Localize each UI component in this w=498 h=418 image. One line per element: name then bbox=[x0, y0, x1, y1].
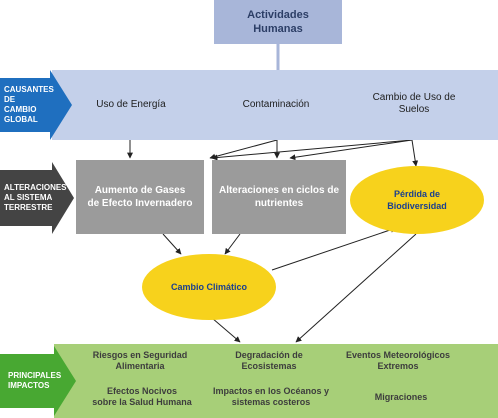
causantes-label-line1: CAUSANTES DE bbox=[4, 85, 54, 104]
impacto-3-line1: Efectos Nocivos bbox=[106, 386, 178, 396]
arrow-biodiversidad-impactos bbox=[295, 233, 417, 343]
impacto-4-line2: sistemas costeros bbox=[231, 397, 311, 407]
ciclos-nutrientes-box: Alteraciones en ciclos de nutrientes bbox=[212, 160, 346, 234]
biodiversidad-line2: Biodiversidad bbox=[387, 201, 447, 211]
impacto-3-line2: sobre la Salud Humana bbox=[92, 397, 192, 407]
impacto-4-line1: Impactos en los Océanos y bbox=[212, 386, 330, 396]
arrow-contaminacion-gases bbox=[209, 139, 278, 160]
causantes-label-line2: CAMBIO GLOBAL bbox=[4, 105, 38, 124]
alteraciones-label: ALTERACIONES AL SISTEMA TERRESTRE bbox=[0, 170, 67, 226]
causantes-chevron bbox=[0, 70, 72, 140]
impacto-oceanos: Impactos en los Océanos y sistemas coste… bbox=[206, 384, 336, 410]
alteraciones-label-line3: TERRESTRE bbox=[4, 203, 53, 212]
causante-item-contaminacion: Contaminación bbox=[230, 90, 322, 120]
impactos-band bbox=[54, 344, 498, 418]
causante-item-suelos: Cambio de Uso de Suelos bbox=[362, 88, 466, 120]
impactos-label-line1: PRINCIPALES bbox=[8, 371, 62, 380]
perdida-biodiversidad-ellipse: Pérdida de Biodiversidad bbox=[350, 166, 484, 234]
impacto-2-line1: Eventos Meteorológicos bbox=[345, 350, 451, 360]
actividades-humanas-box: Actividades Humanas bbox=[214, 0, 342, 44]
top-label-line2: Humanas bbox=[253, 23, 303, 35]
impacto-degradacion-ecosistemas: Degradación de Ecosistemas bbox=[214, 348, 324, 374]
impacto-eventos-meteorologicos: Eventos Meteorológicos Extremos bbox=[336, 348, 460, 374]
arrow-suelos-nutrientes bbox=[289, 139, 413, 161]
cambio-climatico-label: Cambio Climático bbox=[170, 282, 247, 292]
biodiversidad-line1: Pérdida de bbox=[393, 189, 440, 199]
impacto-0-line2: Alimentaria bbox=[115, 361, 165, 371]
alteraciones-chevron bbox=[0, 162, 74, 234]
cambio-climatico-ellipse: Cambio Climático bbox=[142, 254, 276, 320]
alteraciones-label-line1: ALTERACIONES bbox=[4, 183, 67, 192]
impacto-1-line1: Degradación de bbox=[235, 350, 303, 360]
impacto-seguridad-alimentaria: Riesgos en Seguridad Alimentaria bbox=[80, 348, 200, 374]
causante-item-energia-line1: Uso de Energía bbox=[96, 99, 166, 110]
causante-item-energia: Uso de Energía bbox=[88, 90, 174, 120]
impactos-chevron bbox=[0, 346, 76, 416]
nutrientes-line1: Alteraciones en ciclos de bbox=[218, 185, 340, 196]
top-label-line1: Actividades bbox=[247, 9, 309, 21]
impacto-0-line1: Riesgos en Seguridad bbox=[92, 350, 188, 360]
gases-line2: de Efecto Invernadero bbox=[87, 198, 193, 209]
causante-item-suelos-line2: Suelos bbox=[398, 104, 430, 115]
causante-item-contaminacion-line1: Contaminación bbox=[242, 99, 310, 110]
impacto-2-line2: Extremos bbox=[377, 361, 419, 371]
causantes-label: CAUSANTES DE CAMBIO GLOBAL bbox=[0, 80, 62, 130]
arrow-suelos-biodiversidad bbox=[411, 139, 419, 167]
arrow-gases-clima bbox=[162, 233, 182, 255]
nutrientes-line2: nutrientes bbox=[254, 198, 304, 209]
impactos-label: PRINCIPALES IMPACTOS bbox=[4, 356, 66, 406]
gases-line1: Aumento de Gases bbox=[94, 185, 186, 196]
causante-item-suelos-line1: Cambio de Uso de bbox=[372, 92, 456, 103]
alteraciones-label-line2: AL SISTEMA bbox=[4, 193, 53, 202]
impactos-label-line2: IMPACTOS bbox=[8, 381, 50, 390]
causantes-band bbox=[52, 70, 498, 140]
arrow-suelos-gases bbox=[211, 139, 413, 161]
arrow-nutrientes-clima bbox=[224, 233, 241, 255]
arrow-clima-biodiversidad bbox=[271, 226, 397, 271]
impacto-1-line2: Ecosistemas bbox=[241, 361, 297, 371]
gases-efecto-invernadero-box: Aumento de Gases de Efecto Invernadero bbox=[76, 160, 204, 234]
arrow-clima-impactos bbox=[211, 317, 241, 343]
impacto-salud-humana: Efectos Nocivos sobre la Salud Humana bbox=[80, 384, 204, 410]
impacto-migraciones: Migraciones bbox=[356, 384, 446, 410]
impacto-5-line1: Migraciones bbox=[374, 391, 428, 402]
